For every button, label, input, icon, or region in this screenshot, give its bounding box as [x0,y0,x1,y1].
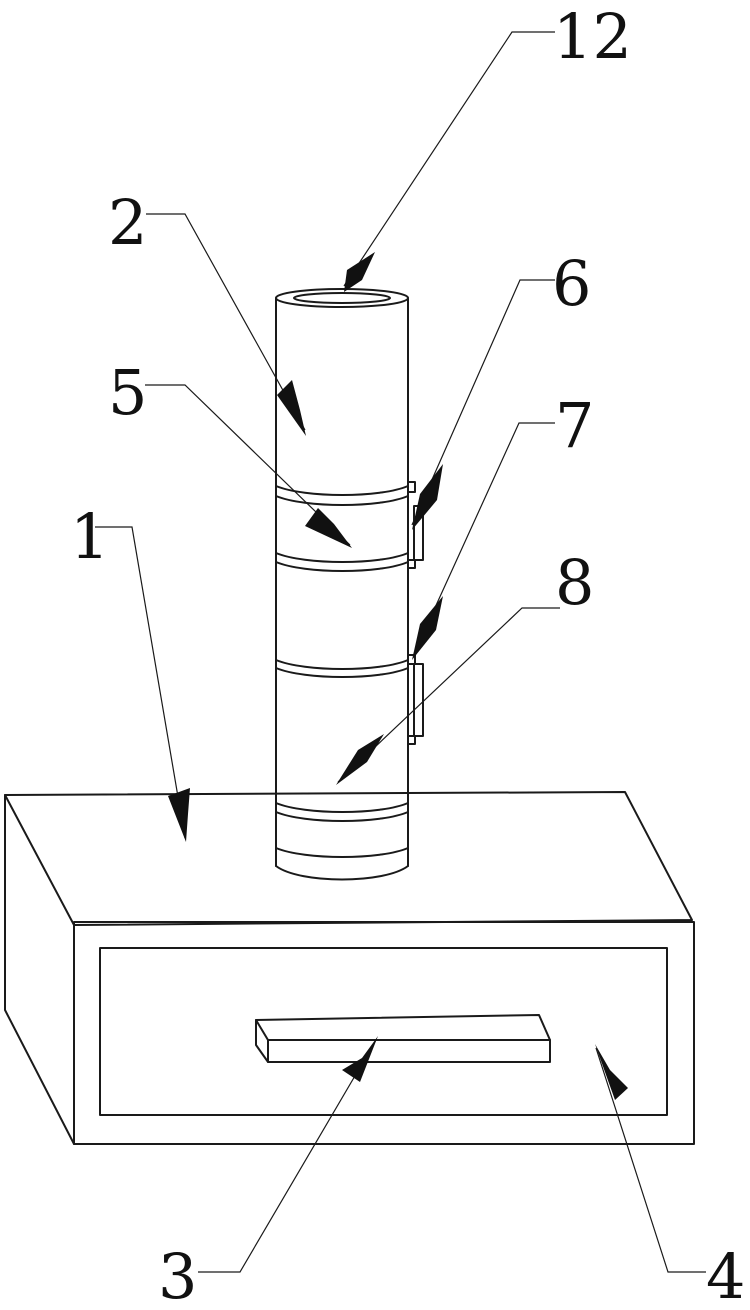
band-rings [275,485,409,858]
label-12: 12 [553,0,632,73]
cylinder-body [275,288,409,881]
label-2: 2 [108,186,147,259]
label-6: 6 [552,247,591,320]
drawer-front [99,947,668,1116]
label-1: 1 [70,500,109,573]
label-7: 7 [555,389,594,462]
base-box [4,791,695,1145]
reference-numerals: 12 2 6 5 7 1 8 3 4 [70,0,745,1310]
label-5: 5 [108,356,147,429]
leader-lines [95,31,706,1273]
top-opening [293,292,391,304]
drawer-handle [255,1014,551,1063]
lower-hinge [407,654,424,745]
label-3: 3 [158,1240,197,1310]
label-8: 8 [555,546,594,619]
label-4: 4 [706,1240,745,1310]
